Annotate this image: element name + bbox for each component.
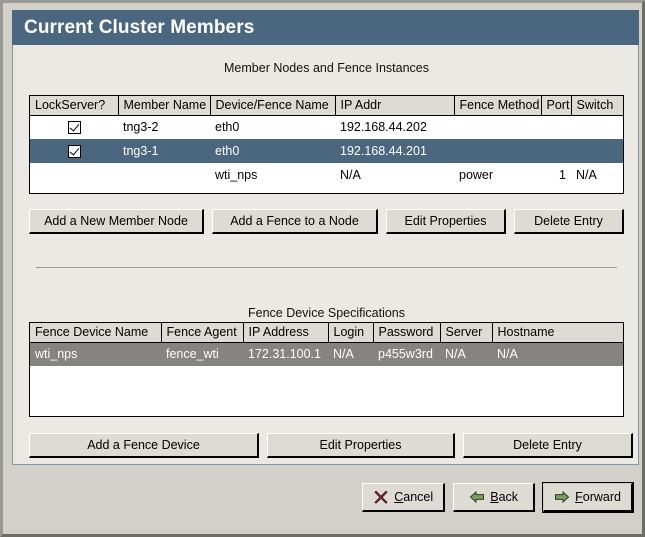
- back-label: Back: [490, 490, 518, 504]
- back-mnemonic: B: [490, 489, 499, 504]
- table-header-row: LockServer? Member Name Device/Fence Nam…: [30, 96, 623, 116]
- cell-ip-address: 172.31.100.1: [243, 342, 328, 366]
- cancel-mnemonic: C: [394, 489, 404, 504]
- cell-port: 1: [541, 163, 571, 187]
- column-header-device-fence-name[interactable]: Device/Fence Name: [210, 96, 336, 116]
- cell-port: [541, 115, 571, 139]
- cancel-rest: ancel: [403, 489, 434, 504]
- member-actions-toolbar: Add a New Member Node Add a Fence to a N…: [29, 209, 624, 234]
- lockserver-checkbox[interactable]: [67, 145, 81, 159]
- forward-button[interactable]: Forward: [542, 481, 634, 513]
- column-header-lockserver[interactable]: LockServer?: [30, 96, 119, 116]
- add-fence-to-node-button[interactable]: Add a Fence to a Node: [212, 209, 378, 234]
- table-row[interactable]: tng3-1 eth0 192.168.44.201: [30, 139, 623, 163]
- cell-device-fence-name: wti_nps: [210, 163, 335, 187]
- cell-lockserver[interactable]: [30, 115, 118, 139]
- cell-switch: [571, 115, 623, 139]
- arrow-right-icon: [554, 489, 570, 505]
- cell-server: N/A: [440, 342, 492, 366]
- fence-devices-grid: Fence Device Name Fence Agent IP Address…: [30, 323, 623, 394]
- column-header-switch[interactable]: Switch: [571, 96, 623, 116]
- table-row[interactable]: wti_nps fence_wti 172.31.100.1 N/A p455w…: [30, 342, 623, 366]
- section-divider: [36, 267, 617, 268]
- cell-fence-method: [454, 139, 541, 163]
- edit-fence-properties-button[interactable]: Edit Properties: [267, 433, 455, 458]
- cell-password: p455w3rd: [373, 342, 440, 366]
- back-rest: ack: [498, 489, 519, 504]
- members-section-caption: Member Nodes and Fence Instances: [224, 61, 429, 75]
- delete-fence-entry-button[interactable]: Delete Entry: [463, 433, 633, 458]
- cancel-label: Cancel: [394, 490, 433, 504]
- delete-member-entry-button[interactable]: Delete Entry: [514, 209, 624, 234]
- column-header-member-name[interactable]: Member Name: [118, 96, 211, 116]
- navigation-bar: Cancel Back Forward: [12, 469, 639, 525]
- cell-fence-agent: fence_wti: [161, 342, 243, 366]
- fence-section-caption: Fence Device Specifications: [247, 306, 406, 320]
- cell-fence-method: [454, 115, 541, 139]
- column-header-login[interactable]: Login: [328, 323, 374, 343]
- cell-hostname: N/A: [492, 342, 623, 366]
- cell-login: N/A: [328, 342, 373, 366]
- column-header-hostname[interactable]: Hostname: [492, 323, 623, 343]
- cell-fence-method: power: [454, 163, 541, 187]
- back-button[interactable]: Back: [453, 482, 536, 512]
- forward-mnemonic: F: [575, 489, 583, 504]
- fence-devices-table[interactable]: Fence Device Name Fence Agent IP Address…: [29, 322, 624, 417]
- cell-ip-addr: 192.168.44.201: [335, 139, 454, 163]
- cell-ip-addr: 192.168.44.202: [335, 115, 454, 139]
- cell-port: [541, 139, 571, 163]
- cell-member-name: tng3-1: [118, 139, 210, 163]
- cell-lockserver: [30, 163, 118, 187]
- page-title: Current Cluster Members: [24, 16, 255, 38]
- cell-lockserver[interactable]: [30, 139, 118, 163]
- content-panel: Member Nodes and Fence Instances LockSer…: [12, 45, 639, 465]
- cell-device-fence-name: eth0: [210, 115, 335, 139]
- cell-fence-device-name: wti_nps: [30, 342, 161, 366]
- add-new-member-node-button[interactable]: Add a New Member Node: [29, 209, 204, 234]
- table-row[interactable]: tng3-2 eth0 192.168.44.202: [30, 115, 623, 139]
- title-bar: Current Cluster Members: [12, 10, 639, 45]
- member-nodes-table[interactable]: LockServer? Member Name Device/Fence Nam…: [29, 95, 624, 194]
- column-header-ip-addr[interactable]: IP Addr: [335, 96, 455, 116]
- forward-label: Forward: [575, 490, 621, 504]
- column-header-fence-device-name[interactable]: Fence Device Name: [30, 323, 162, 343]
- column-header-port[interactable]: Port: [541, 96, 572, 116]
- forward-rest: orward: [582, 489, 621, 504]
- cell-switch: N/A: [571, 163, 623, 187]
- cell-ip-addr: N/A: [335, 163, 454, 187]
- table-header-row: Fence Device Name Fence Agent IP Address…: [30, 323, 623, 343]
- edit-member-properties-button[interactable]: Edit Properties: [386, 209, 506, 234]
- cancel-button[interactable]: Cancel: [362, 482, 446, 512]
- column-header-fence-agent[interactable]: Fence Agent: [161, 323, 244, 343]
- column-header-password[interactable]: Password: [373, 323, 441, 343]
- cell-member-name: [118, 163, 210, 187]
- column-header-server[interactable]: Server: [440, 323, 493, 343]
- table-empty-row: [30, 366, 623, 394]
- cell-empty: [30, 366, 623, 394]
- add-fence-device-button[interactable]: Add a Fence Device: [29, 433, 259, 458]
- cell-switch: [571, 139, 623, 163]
- cancel-x-icon: [373, 489, 389, 505]
- table-row[interactable]: wti_nps N/A power 1 N/A: [30, 163, 623, 187]
- lockserver-checkbox[interactable]: [67, 121, 81, 135]
- fence-actions-toolbar: Add a Fence Device Edit Properties Delet…: [29, 433, 633, 458]
- cell-device-fence-name: eth0: [210, 139, 335, 163]
- cell-member-name: tng3-2: [118, 115, 210, 139]
- column-header-ip-address[interactable]: IP Address: [243, 323, 329, 343]
- arrow-left-icon: [469, 489, 485, 505]
- member-nodes-grid: LockServer? Member Name Device/Fence Nam…: [30, 96, 623, 187]
- column-header-fence-method[interactable]: Fence Method: [454, 96, 542, 116]
